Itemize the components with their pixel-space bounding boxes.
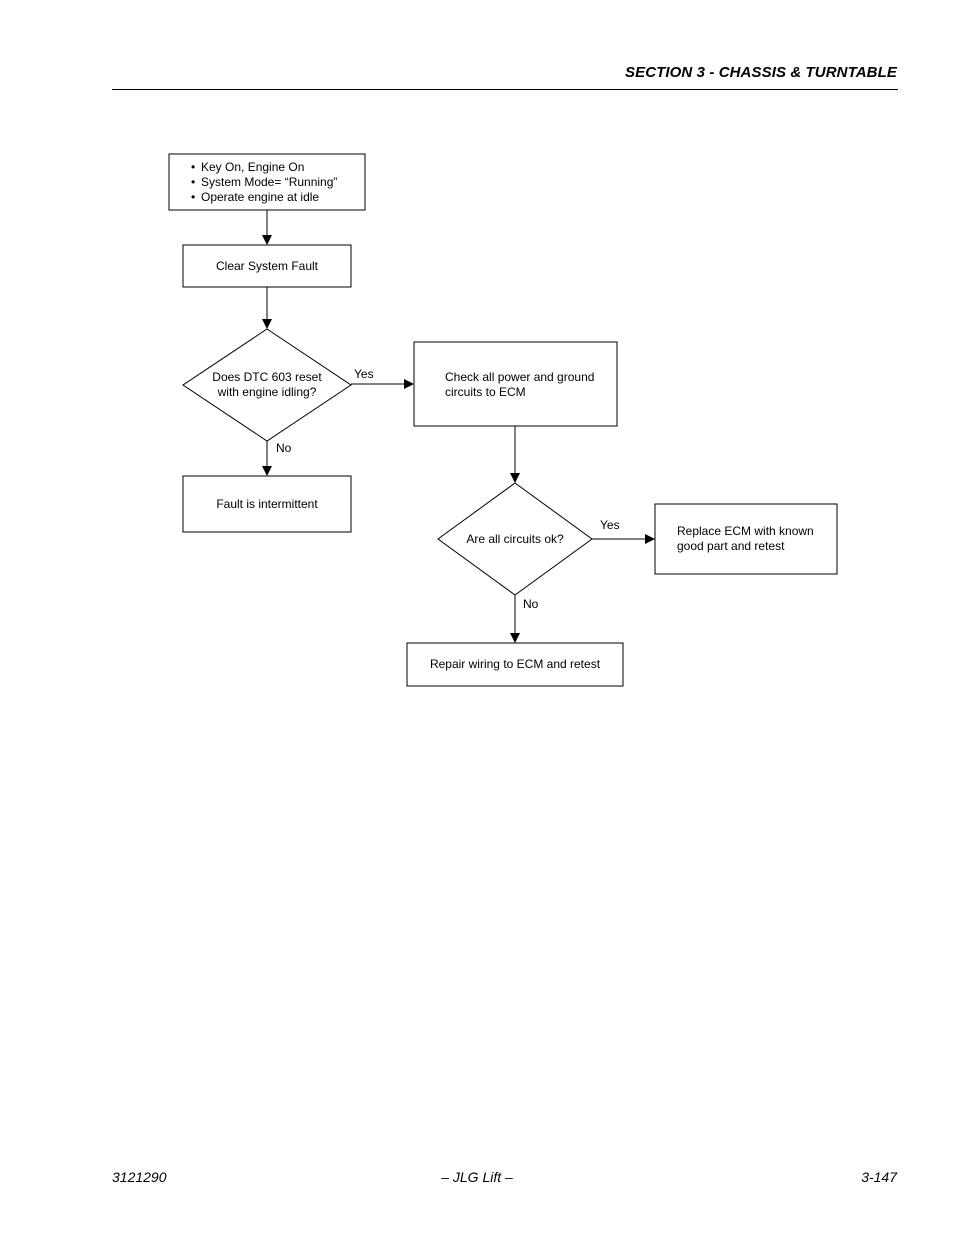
replace-ecm-line: Replace ECM with known [677, 524, 814, 538]
replace-ecm-box: Replace ECM with known good part and ret… [654, 503, 838, 575]
clear-fault-label: Clear System Fault [216, 259, 319, 273]
check-circuits-box: Check all power and ground circuits to E… [413, 341, 618, 427]
bullet-icon: • [191, 175, 195, 189]
repair-wiring-box: Repair wiring to ECM and retest [406, 642, 624, 687]
intermittent-box: Fault is intermittent [182, 475, 352, 533]
decision-circuits-ok: Are all circuits ok? [437, 482, 593, 596]
yes-label: Yes [354, 367, 374, 381]
yes-label: Yes [600, 518, 620, 532]
no-label: No [276, 441, 292, 455]
document-number: 3121290 [112, 1169, 167, 1185]
decision-circuits-ok-label: Are all circuits ok? [466, 532, 564, 546]
start-item: Key On, Engine On [201, 160, 304, 174]
start-item: Operate engine at idle [201, 190, 319, 204]
decision-dtc-reset: Does DTC 603 reset with engine idling? [182, 328, 352, 442]
check-circuits-line: Check all power and ground [445, 370, 594, 384]
no-label: No [523, 597, 539, 611]
footer-brand: – JLG Lift – [441, 1169, 513, 1185]
decision-dtc-reset-line: with engine idling? [217, 385, 317, 399]
bullet-icon: • [191, 190, 195, 204]
start-item: System Mode= “Running” [201, 175, 337, 189]
intermittent-label: Fault is intermittent [216, 497, 318, 511]
section-title: SECTION 3 - CHASSIS & TURNTABLE [624, 64, 897, 81]
header-divider [112, 89, 898, 90]
bullet-icon: • [191, 160, 195, 174]
start-conditions-box: • Key On, Engine On • System Mode= “Runn… [168, 153, 366, 211]
check-circuits-line: circuits to ECM [445, 385, 526, 399]
decision-dtc-reset-line: Does DTC 603 reset [212, 370, 322, 384]
clear-fault-box: Clear System Fault [182, 244, 352, 288]
replace-ecm-line: good part and retest [677, 539, 785, 553]
repair-wiring-label: Repair wiring to ECM and retest [430, 657, 601, 671]
page-number: 3-147 [861, 1169, 897, 1185]
